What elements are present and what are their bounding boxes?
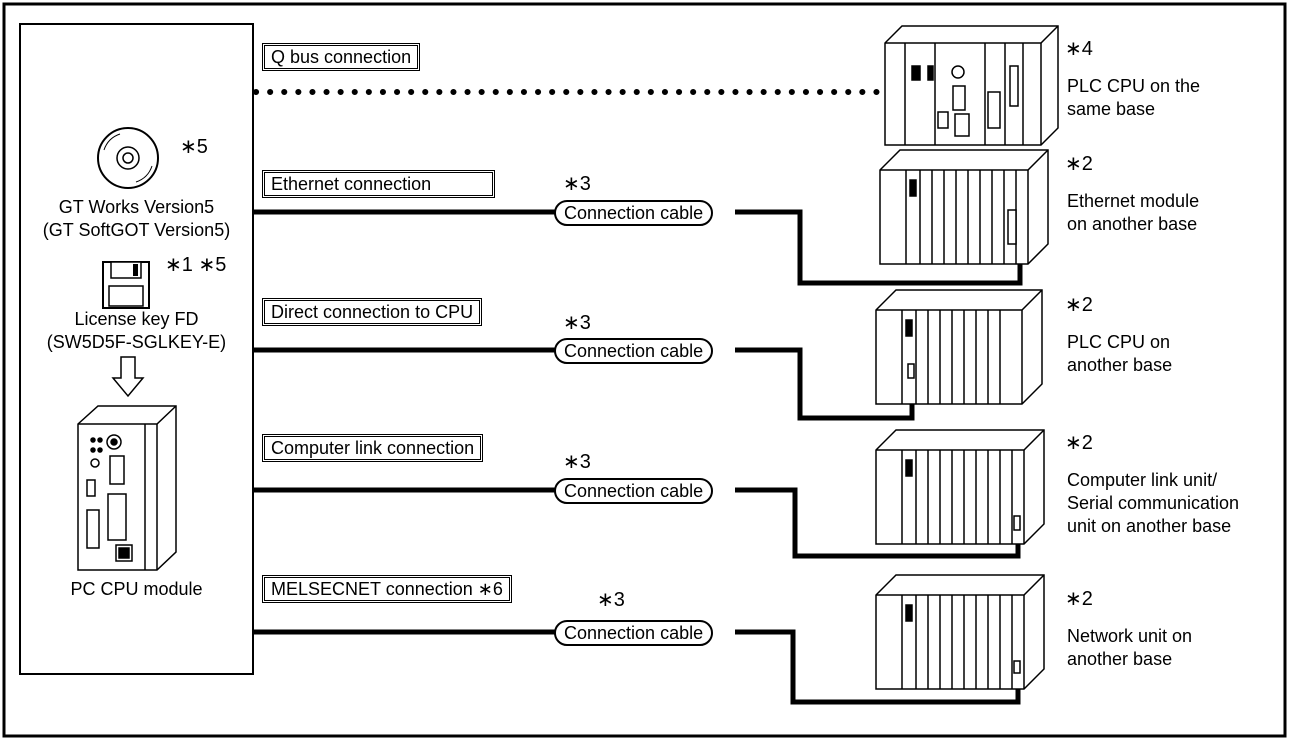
computer-link-connection-label: Computer link connection bbox=[262, 434, 484, 462]
ethernet-target-line-1: Ethernet module bbox=[1067, 191, 1200, 211]
computer-link-cable-note: ∗3 bbox=[563, 451, 591, 473]
ethernet-connection-cable: Connection cable bbox=[554, 200, 714, 226]
ethernet-target-line-2: on another base bbox=[1067, 214, 1198, 234]
license-note: ∗1 ∗5 bbox=[165, 254, 227, 276]
computer-link-connection-cable: Connection cable bbox=[554, 478, 714, 504]
computer-link-target-note: ∗2 bbox=[1065, 432, 1093, 454]
melsecnet-connection-cable: Connection cable bbox=[554, 620, 714, 646]
q-bus-connection-label: Q bus connection bbox=[262, 43, 421, 71]
melsecnet-connection-label: MELSECNET connection ∗6 bbox=[262, 575, 512, 603]
ethernet-target-note: ∗2 bbox=[1065, 153, 1093, 175]
q-bus-target-line-2: same base bbox=[1067, 99, 1156, 119]
ethernet-module-rack-device bbox=[879, 149, 1049, 265]
computer-link-rack-device bbox=[875, 429, 1045, 545]
computer-link-line-right bbox=[735, 487, 1021, 559]
melsecnet-target-line-1: Network unit on bbox=[1067, 626, 1193, 646]
q-bus-target-line-1: PLC CPU on the bbox=[1067, 76, 1201, 96]
plc-same-base-device bbox=[884, 25, 1059, 146]
direct-line-right bbox=[735, 347, 915, 421]
pc-cpu-module-device bbox=[77, 405, 177, 571]
software-label-2: (GT SoftGOT Version5) bbox=[42, 220, 231, 240]
pc-cpu-module-label: PC CPU module bbox=[70, 579, 203, 599]
direct-target-line-1: PLC CPU on bbox=[1067, 332, 1171, 352]
computer-link-target-line-1: Computer link unit/ bbox=[1067, 470, 1218, 490]
ethernet-line-right bbox=[735, 209, 1023, 286]
network-unit-rack-device bbox=[875, 574, 1045, 690]
direct-target-line-2: another base bbox=[1067, 355, 1173, 375]
q-bus-target-note: ∗4 bbox=[1065, 38, 1093, 60]
ethernet-connection-label: Ethernet connection bbox=[262, 170, 495, 198]
software-note: ∗5 bbox=[180, 136, 208, 158]
computer-link-target-line-2: Serial communication bbox=[1067, 493, 1240, 513]
down-arrow-icon bbox=[111, 356, 145, 398]
direct-target-note: ∗2 bbox=[1065, 294, 1093, 316]
melsecnet-target-note: ∗2 bbox=[1065, 588, 1093, 610]
license-label-2: (SW5D5F-SGLKEY-E) bbox=[46, 332, 227, 352]
melsecnet-target-line-2: another base bbox=[1067, 649, 1173, 669]
melsecnet-cable-note: ∗3 bbox=[597, 589, 625, 611]
direct-connection-cable: Connection cable bbox=[554, 338, 714, 364]
direct-connection-label: Direct connection to CPU bbox=[262, 298, 483, 326]
license-label-1: License key FD bbox=[74, 309, 199, 329]
floppy-disk-icon bbox=[102, 261, 150, 309]
direct-cable-note: ∗3 bbox=[563, 312, 591, 334]
plc-cpu-rack-device bbox=[875, 289, 1043, 405]
cd-icon bbox=[97, 127, 159, 189]
melsecnet-line-right bbox=[735, 629, 1021, 705]
ethernet-cable-note: ∗3 bbox=[563, 173, 591, 195]
computer-link-target-line-3: unit on another base bbox=[1067, 516, 1232, 536]
software-label-1: GT Works Version5 bbox=[58, 197, 215, 217]
